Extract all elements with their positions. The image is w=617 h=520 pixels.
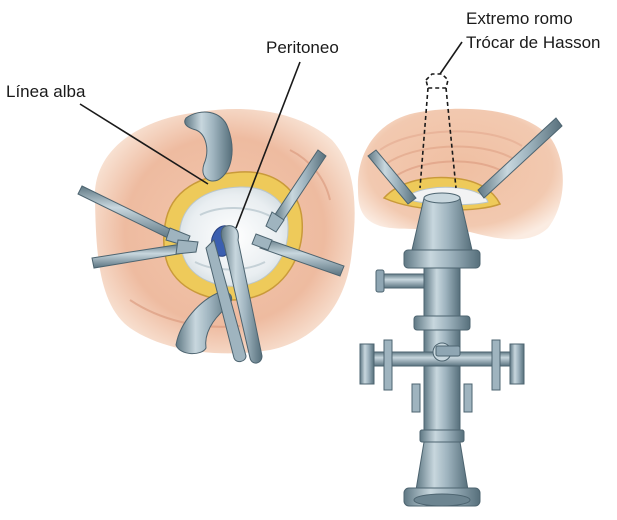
hasson-trocar	[360, 193, 524, 506]
label-linea-alba: Línea alba	[6, 82, 85, 102]
leader-trocar	[440, 42, 462, 74]
left-panel-incision	[78, 109, 355, 363]
right-panel-trocar	[358, 74, 563, 506]
label-extremo-romo: Extremo romo	[466, 9, 573, 29]
label-trocar-hasson: Trócar de Hasson	[466, 33, 600, 53]
label-peritoneo: Peritoneo	[266, 38, 339, 58]
